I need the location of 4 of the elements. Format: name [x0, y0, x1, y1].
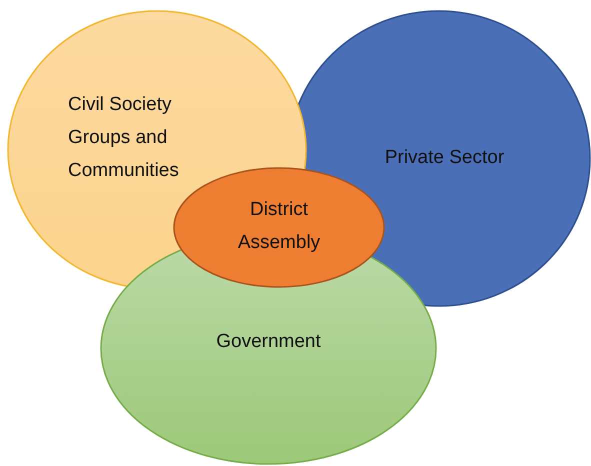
ellipse-label: Government: [215, 330, 322, 354]
ellipse-label: Private Sector: [384, 146, 506, 170]
ellipse-label: Civil Society Groups and Communities: [68, 93, 180, 183]
ellipse-label: District Assembly: [236, 198, 322, 255]
